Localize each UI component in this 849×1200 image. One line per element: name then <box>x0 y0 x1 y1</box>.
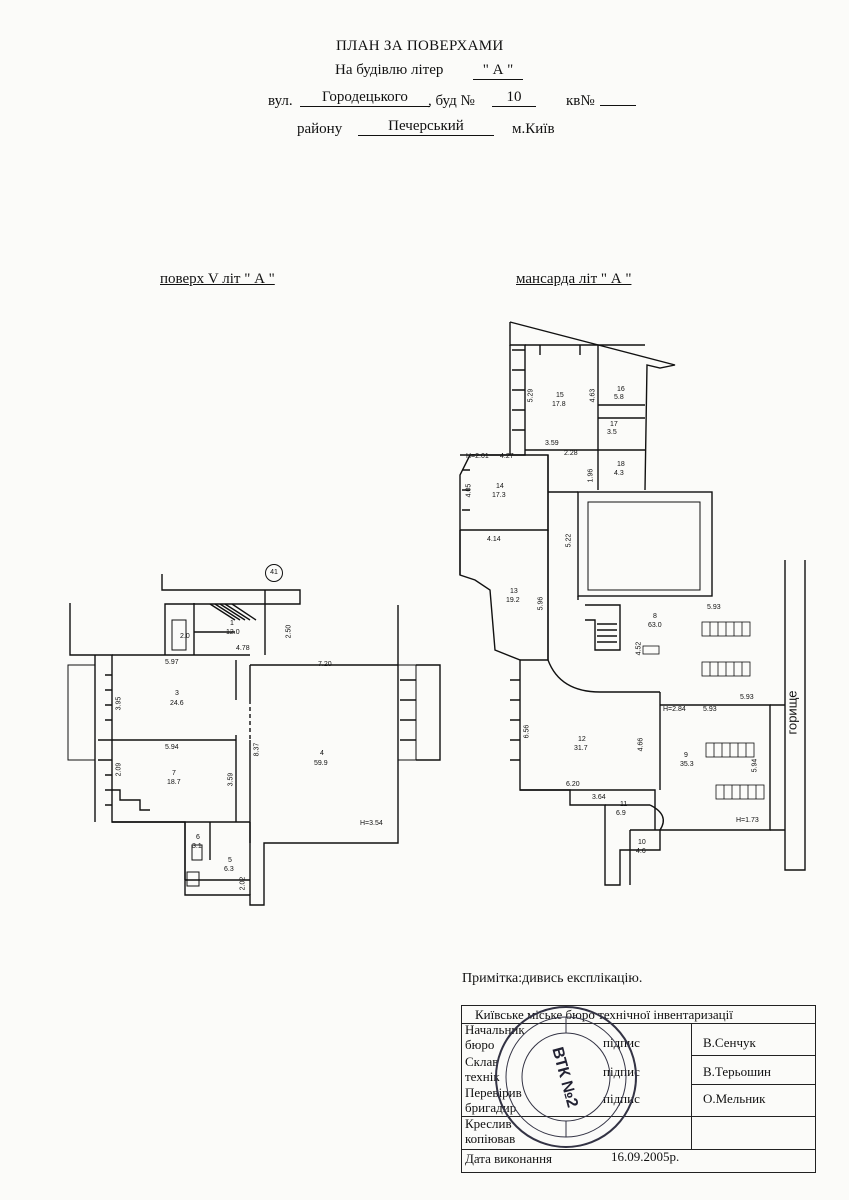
room-16-num: 16 <box>617 386 625 393</box>
room-11-area: 6.9 <box>616 810 626 817</box>
dim-5-93-a: 5.93 <box>707 604 721 611</box>
street-name: Городецького <box>300 89 430 107</box>
date-label: Дата виконання <box>465 1151 553 1166</box>
room-9-area: 35.3 <box>680 761 694 768</box>
room-11-num: 11 <box>620 801 628 808</box>
room-4-area: 59.9 <box>314 760 328 767</box>
row2-name: В.Терьошин <box>703 1064 771 1079</box>
dim-3-95: 3.95 <box>115 696 123 711</box>
room-12-num: 12 <box>578 736 586 743</box>
title-block: Київське міське бюро технічної інвентари… <box>461 1005 816 1173</box>
district-name: Печерський <box>358 118 494 136</box>
date-value: 16.09.2005р. <box>611 1149 680 1164</box>
room-18-area: 4.3 <box>614 470 624 477</box>
district-prefix: району <box>297 121 343 137</box>
dim-2-02: 2.02 <box>239 876 247 891</box>
room-13-area: 19.2 <box>506 597 520 604</box>
circle-41: 41 <box>265 564 283 582</box>
dim-4-63: 4.63 <box>589 388 597 403</box>
room-17-area: 3.5 <box>607 429 617 436</box>
room-8-area: 63.0 <box>648 622 662 629</box>
page-title: ПЛАН ЗА ПОВЕРХАМИ <box>336 38 504 54</box>
dim-h-3-54: H=3.54 <box>360 820 383 827</box>
room-4-num: 4 <box>320 750 324 757</box>
house-label: , буд № <box>428 93 475 109</box>
dim-2-28: 2.28 <box>564 450 578 457</box>
dim-6-20: 6.20 <box>566 781 580 788</box>
dim-5-93-c: 5.93 <box>703 706 717 713</box>
room-6-num: 6 <box>196 834 200 841</box>
attic-label: горище <box>784 690 800 735</box>
right-plan-title: мансарда літ " А " <box>516 271 632 287</box>
dim-h-2-84: H=2.84 <box>663 706 686 713</box>
room-3-num: 3 <box>175 690 179 697</box>
dim-4-52: 4.52 <box>635 641 643 656</box>
note: Примітка:дивись експлікацію. <box>462 971 643 986</box>
room-6-area: 3.1 <box>192 843 202 850</box>
room-10-area: 4.6 <box>636 848 646 855</box>
dim-2-50: 2.50 <box>285 624 293 639</box>
dim-3-59: 3.59 <box>227 772 235 787</box>
dim-h-1-73: H=1.73 <box>736 817 759 824</box>
dim-5-97: 5.97 <box>165 659 179 666</box>
dim-4-27: 4.27 <box>500 453 514 460</box>
room-9-num: 9 <box>684 752 688 759</box>
room-12-area: 31.7 <box>574 745 588 752</box>
dim-4-78: 4.78 <box>236 645 250 652</box>
street-prefix: вул. <box>268 93 293 109</box>
building-prefix: На будівлю літер <box>335 62 444 78</box>
room-1-area: 12.0 <box>226 629 240 636</box>
dim-4-14: 4.14 <box>487 536 501 543</box>
room-14-area: 17.3 <box>492 492 506 499</box>
dim-5-29: 5.29 <box>527 388 535 403</box>
row2-role2: технік <box>465 1069 500 1084</box>
city: м.Київ <box>512 121 555 137</box>
left-plan-title: поверх V літ " А " <box>160 271 275 287</box>
dim-h-2-01: H=2.01 <box>466 453 489 460</box>
room-7-area: 18.7 <box>167 779 181 786</box>
building-letter: " А " <box>473 62 523 80</box>
dim-3-64: 3.64 <box>592 794 606 801</box>
floor-plans-drawing <box>67 321 806 906</box>
row1-name: В.Сенчук <box>703 1035 756 1050</box>
row3-name: О.Мельник <box>703 1091 766 1106</box>
room-3-area: 24.6 <box>170 700 184 707</box>
dim-4-66: 4.66 <box>637 737 645 752</box>
room-14-num: 14 <box>496 483 504 490</box>
dim-8-37: 8.37 <box>253 742 261 757</box>
dim-5-22: 5.22 <box>565 533 573 548</box>
room-17-num: 17 <box>610 421 618 428</box>
apt-label: кв№ <box>566 93 595 109</box>
dim-6-56: 6.56 <box>523 724 531 739</box>
room-8-num: 8 <box>653 613 657 620</box>
room-5-area: 6.3 <box>224 866 234 873</box>
room-7-num: 7 <box>172 770 176 777</box>
apt-number <box>600 89 636 106</box>
dim-1-96: 1.96 <box>587 468 595 483</box>
dim-5-94: 5.94 <box>165 744 179 751</box>
room-16-area: 5.8 <box>614 394 624 401</box>
house-number: 10 <box>492 89 536 107</box>
dim-2-09: 2.09 <box>115 762 123 777</box>
dim-5-94-r: 5.94 <box>751 758 759 773</box>
dim-5-93-b: 5.93 <box>740 694 754 701</box>
dim-5-96: 5.96 <box>537 596 545 611</box>
row1-role2: бюро <box>465 1037 495 1052</box>
room-10-num: 10 <box>638 839 646 846</box>
room-5-num: 5 <box>228 857 232 864</box>
room-1-num: 1 <box>230 620 234 627</box>
room-18-num: 18 <box>617 461 625 468</box>
dim-3-59-r: 3.59 <box>545 440 559 447</box>
right-floor-plan <box>459 321 806 886</box>
row2-role: Склав <box>465 1054 499 1069</box>
room-2-area: 2.0 <box>180 633 190 640</box>
dim-4-05: 4.05 <box>465 483 473 498</box>
room-15-num: 15 <box>556 392 564 399</box>
dim-7-20: 7.20 <box>318 661 332 668</box>
room-15-area: 17.8 <box>552 401 566 408</box>
room-13-num: 13 <box>510 588 518 595</box>
left-floor-plan <box>67 574 441 906</box>
